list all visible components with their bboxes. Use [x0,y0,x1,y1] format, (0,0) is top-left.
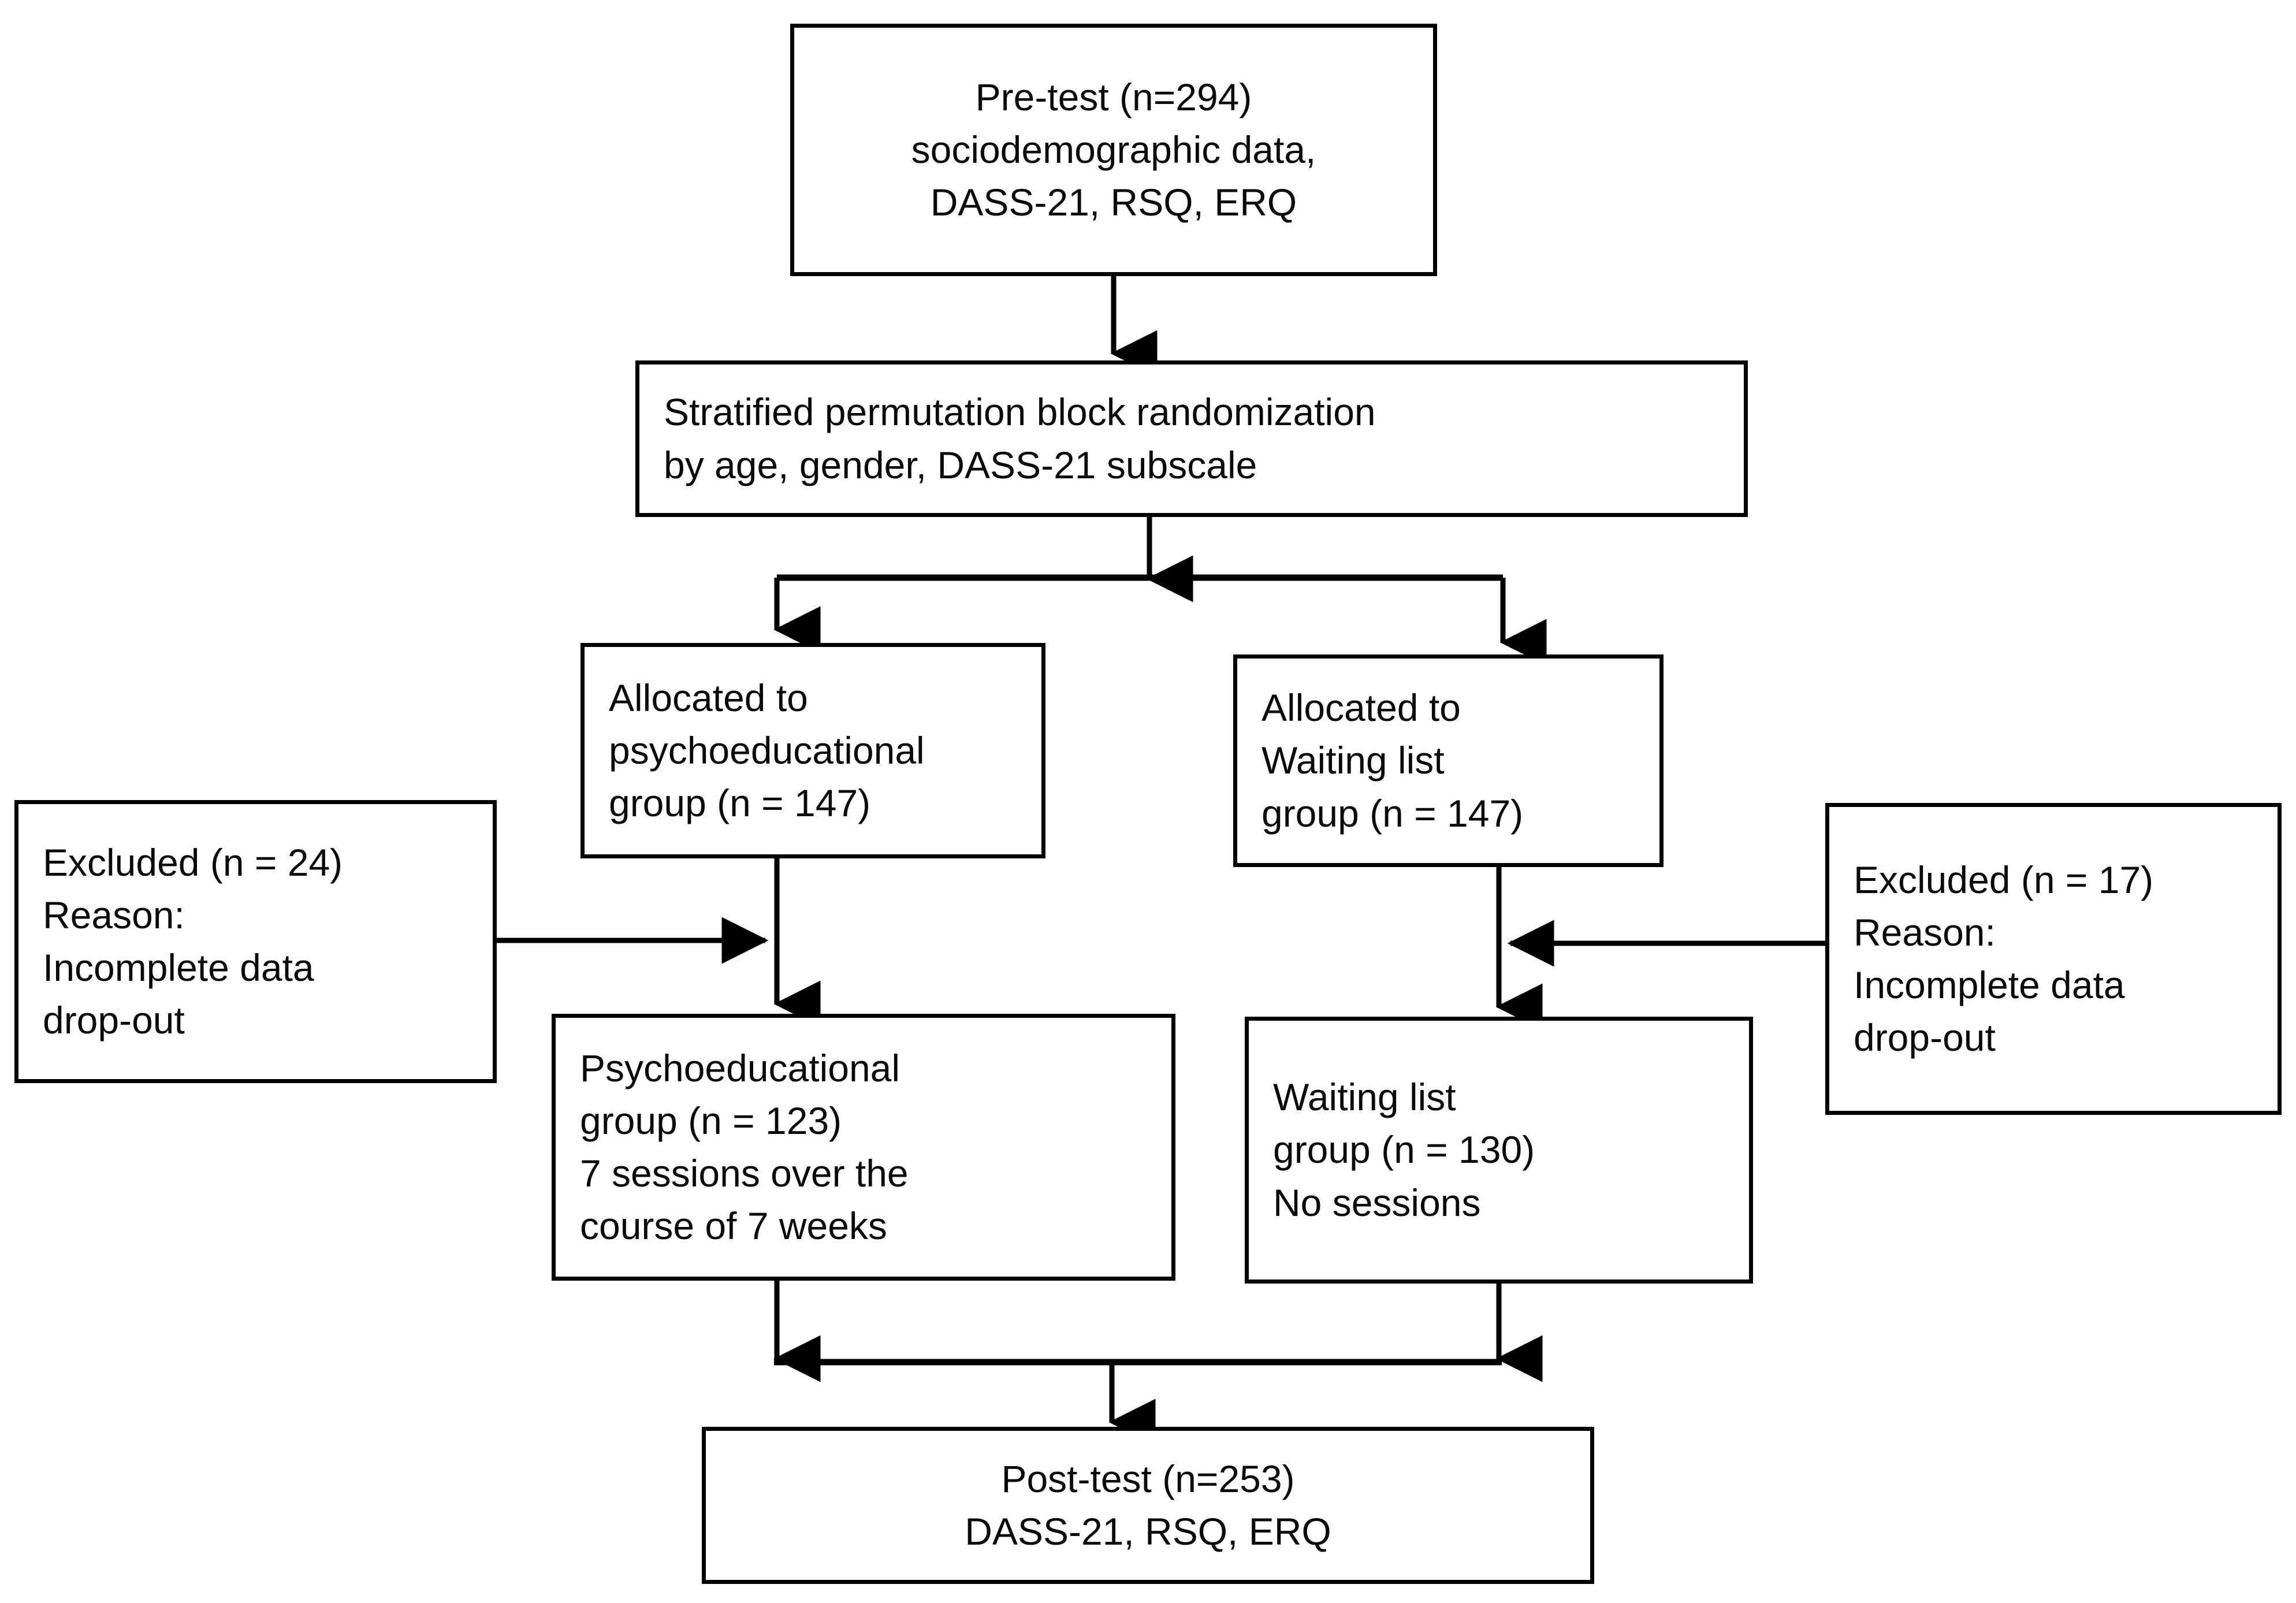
node-post-test: Post-test (n=253) DASS-21, RSQ, ERQ [702,1427,1594,1584]
node-line: DASS-21, RSQ, ERQ [930,181,1297,224]
node-line: sociodemographic data, [911,128,1316,171]
node-line: Psychoeducational [580,1046,900,1089]
node-line: Pre-test (n=294) [975,75,1252,118]
node-line: Reason: [43,893,185,936]
node-line: 7 sessions over the [580,1152,909,1195]
node-allocated-waiting-list: Allocated to Waiting list group (n = 147… [1233,654,1664,867]
node-line: group (n = 147) [1262,791,1524,835]
node-excluded-psychoeducational: Excluded (n = 24) Reason: Incomplete dat… [14,800,497,1083]
node-line: Waiting list [1273,1076,1456,1119]
node-line: by age, gender, DASS-21 subscale [664,443,1257,486]
node-line: group (n = 123) [580,1099,842,1142]
node-line: drop-out [43,999,185,1042]
node-line: Waiting list [1262,739,1445,782]
node-line: Excluded (n = 17) [1854,858,2154,901]
node-line: Reason: [1854,910,1996,954]
node-waiting-list-group: Waiting list group (n = 130) No sessions [1245,1017,1753,1284]
node-line: Allocated to [1262,686,1461,730]
node-line: group (n = 147) [609,782,871,825]
node-line: Incomplete data [43,946,314,989]
connector-groups-merge-to-posttest [773,1280,1543,1446]
node-excluded-waiting-list: Excluded (n = 17) Reason: Incomplete dat… [1825,803,2282,1115]
node-pre-test: Pre-test (n=294) sociodemographic data, … [790,24,1437,276]
connector-randomization-split [773,517,1547,666]
node-line: DASS-21, RSQ, ERQ [965,1510,1331,1553]
node-line: Excluded (n = 24) [43,840,343,884]
node-line: group (n = 130) [1273,1128,1535,1171]
node-randomization: Stratified permutation block randomizati… [635,360,1748,517]
node-line: Incomplete data [1854,964,2125,1006]
node-line: course of 7 weeks [580,1204,887,1248]
node-psychoeducational-group: Psychoeducational group (n = 123) 7 sess… [552,1014,1175,1281]
node-line: Post-test (n=253) [1001,1457,1295,1500]
node-line: drop-out [1854,1016,1996,1059]
node-line: Allocated to [609,676,808,719]
node-line: psychoeducational [609,728,925,772]
node-line: Stratified permutation block randomizati… [664,390,1376,434]
node-allocated-psychoeducational: Allocated to psychoeducational group (n … [580,643,1045,858]
node-line: No sessions [1273,1181,1481,1224]
